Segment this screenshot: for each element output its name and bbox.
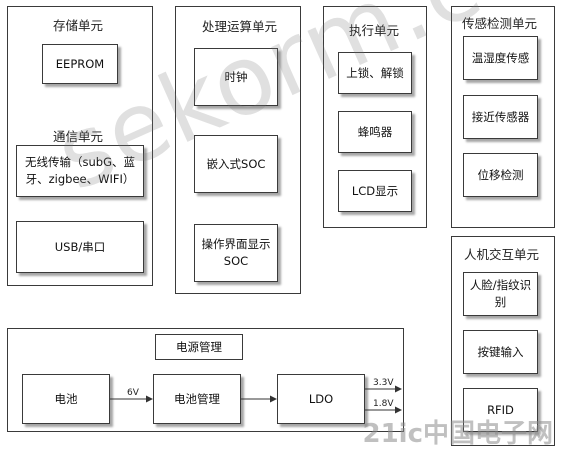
- voltage-1v8-label: 1.8V: [373, 399, 394, 409]
- ui-soc-label-line1: 操作界面显示: [201, 237, 271, 252]
- ui-soc-label-line2: SOC: [223, 254, 249, 268]
- voltage-6v-label: 6V: [127, 388, 139, 398]
- embedded-soc-label: 嵌入式SOC: [206, 156, 266, 171]
- eeprom-box: EEPROM: [42, 44, 118, 84]
- comm-unit-title: 通信单元: [53, 129, 104, 144]
- lock-unlock-box: 上锁、解锁: [338, 52, 412, 94]
- buzzer-box: 蜂鸣器: [338, 111, 412, 153]
- ldo-label: LDO: [308, 391, 334, 406]
- ui-soc-box: 操作界面显示 SOC: [194, 224, 278, 282]
- wireless-box: 无线传输（subG、蓝 牙、zigbee、WIFI）: [16, 145, 144, 197]
- power-title-label: 电源管理: [176, 339, 222, 354]
- proximity-sensor-box: 接近传感器: [463, 95, 538, 139]
- lcd-display-box: LCD显示: [338, 170, 412, 212]
- storage-unit-title: 存储单元: [53, 18, 104, 33]
- battery-mgmt-box: 电池管理: [153, 374, 241, 424]
- displacement-box: 位移检测: [463, 153, 538, 197]
- rfid-box: RFID: [463, 388, 538, 432]
- proximity-sensor-label: 接近传感器: [471, 109, 530, 124]
- wireless-label-line1: 无线传输（subG、蓝: [25, 155, 135, 170]
- rfid-label: RFID: [487, 402, 514, 417]
- clock-box: 时钟: [194, 48, 278, 106]
- buzzer-label: 蜂鸣器: [357, 124, 393, 139]
- execution-unit-title: 执行单元: [349, 23, 400, 38]
- temp-humidity-box: 温湿度传感: [463, 36, 538, 80]
- keypad-box: 按键输入: [463, 330, 538, 374]
- power-title-box: 电源管理: [155, 334, 243, 360]
- eeprom-label: EEPROM: [55, 56, 105, 71]
- clock-label: 时钟: [224, 69, 248, 84]
- face-fingerprint-box: 人脸/指纹识 别: [463, 272, 538, 316]
- battery-mgmt-label: 电池管理: [174, 391, 220, 406]
- face-fingerprint-label-line1: 人脸/指纹识: [469, 278, 532, 293]
- hmi-unit-title: 人机交互单元: [464, 247, 540, 262]
- usb-serial-label: USB/串口: [54, 239, 106, 254]
- sensing-unit-title: 传感检测单元: [462, 16, 538, 31]
- face-fingerprint-label-line2: 别: [494, 295, 507, 309]
- ldo-box: LDO: [277, 374, 365, 424]
- battery-label: 电池: [54, 391, 78, 406]
- lcd-display-label: LCD显示: [351, 183, 399, 198]
- processing-unit-title: 处理运算单元: [202, 19, 278, 34]
- temp-humidity-label: 温湿度传感: [471, 50, 530, 65]
- voltage-3v3-label: 3.3V: [373, 378, 394, 388]
- usb-serial-box: USB/串口: [16, 221, 144, 273]
- wireless-label-line2: 牙、zigbee、WIFI）: [25, 172, 135, 186]
- lock-unlock-label: 上锁、解锁: [346, 65, 404, 80]
- battery-box: 电池: [22, 374, 110, 424]
- displacement-label: 位移检测: [477, 167, 524, 182]
- embedded-soc-box: 嵌入式SOC: [194, 135, 278, 193]
- 21ic-logo-watermark: 21ic中国电子网: [362, 419, 553, 449]
- keypad-label: 按键输入: [477, 344, 524, 359]
